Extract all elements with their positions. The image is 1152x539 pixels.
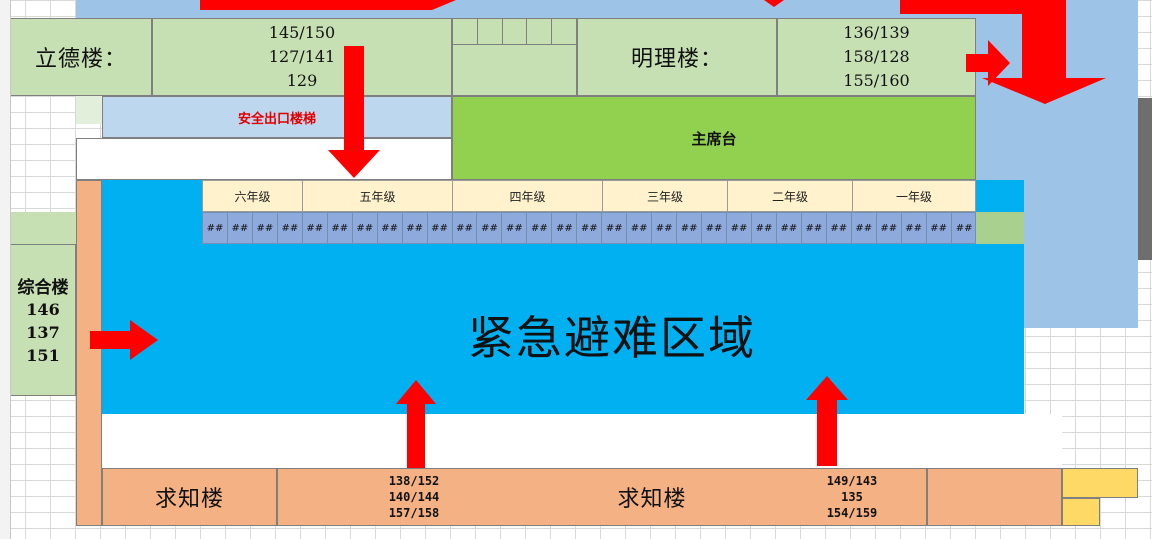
arrow-right-mingli-icon (966, 40, 1010, 86)
seat-marker-cell: ## (453, 213, 478, 243)
stairs-label: 安全出口楼梯 (237, 111, 316, 127)
arrow-right-zonghe-icon (90, 320, 158, 360)
seat-marker-cell: ## (378, 213, 403, 243)
mingli-counts: 136/139 158/128 155/160 (843, 23, 910, 90)
seat-marker-cell: ## (627, 213, 653, 243)
seat-marker-cell: ## (552, 213, 578, 243)
grade-2-header: 二年级 (728, 181, 853, 211)
seat-marker-cell: ## (752, 213, 777, 243)
seat-marker-cell: ## (727, 213, 752, 243)
grade-4-header: 四年级 (453, 181, 603, 211)
arrow-top-left-icon (200, 0, 456, 10)
mingli-building-name: 明理楼： (630, 47, 723, 72)
lide-counts: 145/150 127/141 129 (268, 23, 336, 90)
qiuzhi-counts-a-wrap: 138/152 140/144 157/158 (352, 470, 476, 524)
arrow-down-lide-icon (328, 46, 380, 178)
yellow-cell-top (1062, 468, 1138, 498)
stairs-cell: 安全出口楼梯 (102, 96, 452, 138)
seat-marker-row: ########################################… (202, 212, 976, 244)
qiuzhi-counts-b-wrap: 149/143 135 154/159 (790, 470, 914, 524)
seat-marker-cell: ## (677, 213, 703, 243)
seat-marker-cell: ## (577, 213, 603, 243)
seat-marker-cell: ## (328, 213, 353, 243)
arrow-corner-down-icon (900, 0, 1106, 104)
seat-marker-cell: ## (802, 213, 827, 243)
emergency-label-wrap: 紧急避难区域 (102, 290, 1122, 380)
seat-row-green-end (976, 212, 1024, 244)
seat-marker-cell: ## (203, 213, 228, 243)
left-small-green-cell (76, 96, 102, 124)
seat-marker-cell: ## (852, 213, 877, 243)
zonghe-green-top (10, 212, 76, 244)
seat-marker-cell: ## (652, 213, 678, 243)
seat-marker-cell: ## (527, 213, 553, 243)
qiuzhi-right-cell (927, 468, 1062, 526)
seat-marker-cell: ## (702, 213, 728, 243)
seat-marker-cell: ## (228, 213, 253, 243)
qiuzhi-left-name: 求知楼 (154, 487, 224, 512)
row-number-column (0, 0, 11, 539)
seat-marker-cell: ## (502, 213, 528, 243)
arrow-top-mid-icon (764, 0, 784, 7)
seat-marker-cell: ## (955, 222, 973, 234)
arrow-up-left-icon (396, 380, 436, 468)
lide-building-name-cell: 立德楼： (10, 18, 152, 96)
seat-marker-cell: ## (353, 213, 378, 243)
lide-counts-cell: 145/150 127/141 129 (152, 18, 452, 96)
grade-3-header: 三年级 (603, 181, 728, 211)
middle-green-block (452, 18, 577, 96)
grade-header-row: 六年级 五年级 四年级 三年级 二年级 一年级 (202, 180, 976, 212)
mingli-building-name-cell: 明理楼： (577, 18, 777, 96)
seat-marker-cell: ## (477, 213, 503, 243)
qiuzhi-counts-a: 138/152 140/144 157/158 (388, 474, 440, 520)
zonghe-building-cell: 综合楼 146 137 151 (10, 244, 76, 396)
arrow-up-right-icon (806, 376, 848, 466)
grade-6-header: 六年级 (203, 181, 303, 211)
seat-marker-cell: ## (602, 213, 628, 243)
seat-marker-cell: ## (403, 213, 428, 243)
zonghe-building-name: 综合楼 (17, 278, 69, 298)
qiuzhi-main-cell (277, 468, 927, 526)
lide-building-name: 立德楼： (34, 47, 127, 72)
stage-cell: 主席台 (452, 96, 976, 180)
qiuzhi-mid-name-wrap: 求知楼 (552, 470, 752, 524)
seat-marker-cell: ## (278, 213, 303, 243)
orange-left-column (76, 180, 102, 526)
yellow-cell-bottom (1062, 498, 1100, 526)
grade-1-header: 一年级 (895, 189, 932, 204)
seat-marker-cell: ## (777, 213, 802, 243)
seat-marker-cell: ## (877, 213, 902, 243)
seat-marker-cell: ## (827, 213, 852, 243)
zonghe-counts: 146 137 151 (26, 300, 60, 365)
qiuzhi-mid-name: 求知楼 (617, 487, 687, 512)
seat-marker-cell: ## (253, 213, 278, 243)
seat-marker-cell: ## (303, 213, 328, 243)
stairs-white-row (76, 138, 452, 180)
white-gap-row (102, 414, 1062, 468)
stage-label: 主席台 (691, 129, 737, 148)
seat-marker-cell: ## (927, 213, 952, 243)
grade-5-header: 五年级 (303, 181, 453, 211)
qiuzhi-left-cell: 求知楼 (102, 468, 277, 526)
seat-marker-cell: ## (902, 213, 927, 243)
emergency-label: 紧急避难区域 (468, 311, 756, 365)
right-dark-strip (1138, 98, 1152, 260)
qiuzhi-counts-b: 149/143 135 154/159 (826, 474, 878, 520)
seat-marker-cell: ## (428, 213, 453, 243)
